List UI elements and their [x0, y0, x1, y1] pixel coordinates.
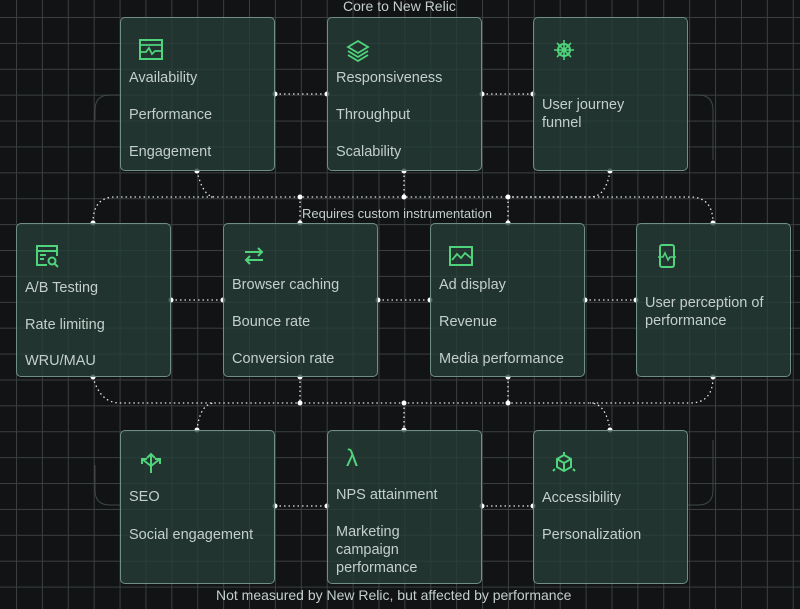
item: Responsiveness [336, 70, 443, 86]
arrows-left-right-icon [244, 247, 264, 265]
label-not-measured: Not measured by New Relic, but affected … [216, 587, 572, 603]
split-arrows-icon [141, 452, 161, 473]
mobile-pulse-icon [658, 244, 676, 268]
item: Rate limiting [25, 317, 105, 333]
browser-search-icon [36, 245, 59, 268]
item: Throughput [336, 107, 411, 123]
item: Ad display [439, 277, 506, 293]
card-nps: λ NPS attainment Marketing campaign perf… [327, 430, 482, 584]
item: Bounce rate [232, 314, 311, 330]
item: Personalization [542, 527, 642, 543]
item: Performance [129, 107, 213, 123]
card-seo: SEO Social engagement [120, 430, 275, 584]
card-ab-testing: A/B Testing Rate limiting WRU/MAU [16, 223, 171, 377]
card-browser-caching: Browser caching Bounce rate Conversion r… [223, 223, 378, 377]
item: Conversion rate [232, 351, 335, 367]
item: Scalability [336, 144, 402, 160]
item: Engagement [129, 144, 212, 160]
line-chart-icon [449, 246, 473, 266]
item: Media performance [439, 351, 564, 367]
item: Revenue [439, 314, 498, 330]
item: Marketing campaign performance [336, 524, 418, 576]
card-accessibility: Accessibility Personalization [533, 430, 688, 584]
ship-wheel-icon [554, 40, 574, 60]
browser-chart-icon [139, 39, 163, 60]
item: SEO [129, 489, 160, 505]
label-core: Core to New Relic [343, 0, 456, 14]
item: User journey funnel [542, 97, 625, 131]
item: NPS attainment [336, 487, 438, 503]
layers-icon [346, 39, 370, 62]
card-availability: Availability Performance Engagement [120, 17, 275, 171]
item: Availability [129, 70, 198, 86]
cube-icon [552, 452, 576, 473]
card-user-perception: User perception of performance [636, 223, 791, 377]
item: User perception of performance [645, 295, 764, 329]
card-ad-display: Ad display Revenue Media performance [430, 223, 585, 377]
card-responsiveness: Responsiveness Throughput Scalability [327, 17, 482, 171]
item: WRU/MAU [25, 353, 96, 369]
item: Browser caching [232, 277, 340, 293]
item: A/B Testing [25, 280, 99, 296]
lambda-icon: λ [346, 445, 358, 472]
item: Social engagement [129, 527, 254, 543]
card-user-journey: User journey funnel [533, 17, 688, 171]
item: Accessibility [542, 490, 621, 506]
label-custom-instrumentation: Requires custom instrumentation [302, 206, 493, 221]
